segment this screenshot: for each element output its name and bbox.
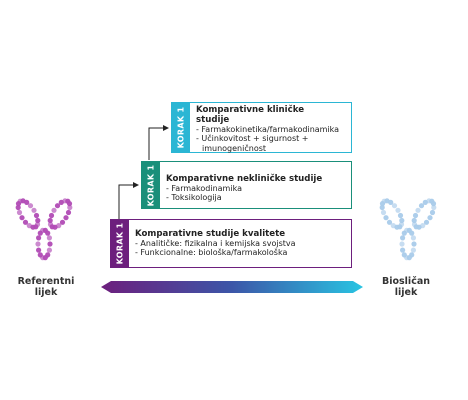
antibody-bead	[380, 209, 387, 216]
antibody-bead	[24, 199, 30, 205]
antibody-icon	[379, 198, 437, 261]
progress-gradient-arrow	[101, 281, 363, 293]
antibody-bead	[400, 235, 406, 241]
antibody-bead	[388, 199, 394, 205]
antibody-bead	[400, 247, 406, 253]
antibody-bead	[54, 203, 61, 209]
step-quality-studies: KORAK 1 Komparativne studije kvalitete -…	[110, 219, 352, 268]
antibody-icon	[15, 198, 73, 261]
connector-arrow-1	[118, 182, 139, 219]
step-clinical-studies: KORAK 1 Komparativne kliničke studije - …	[171, 102, 352, 153]
antibody-bead	[386, 219, 393, 225]
antibody-bead	[399, 217, 405, 224]
antibody-bead	[427, 215, 433, 221]
antibody-bead	[48, 212, 55, 219]
antibody-bead	[46, 235, 53, 241]
antibody-bead	[47, 217, 53, 224]
step-tab: KORAK 1	[142, 162, 160, 208]
antibody-bead	[47, 241, 53, 247]
antibody-bead	[430, 201, 437, 207]
antibody-bead	[423, 219, 430, 225]
step-title: studije	[196, 115, 230, 125]
antibody-bead	[410, 235, 416, 241]
antibody-bead	[397, 212, 404, 219]
antibody-bead	[19, 215, 25, 221]
step-bullet: - Analitičke: fizikalna i kemijska svojs…	[135, 239, 296, 248]
antibody-bead	[16, 209, 23, 216]
antibody-bead	[391, 203, 398, 209]
antibody-bead	[395, 207, 401, 213]
antibody-bead	[37, 252, 43, 258]
antibody-bead	[45, 230, 51, 236]
antibody-bead	[63, 215, 69, 221]
antibody-bead	[27, 203, 34, 209]
antibody-bead	[412, 212, 419, 219]
antibody-bead	[36, 247, 42, 253]
antibody-bead	[15, 204, 21, 211]
antibody-bead	[411, 221, 418, 227]
antibody-bead	[67, 204, 73, 211]
antibody-bead	[35, 217, 41, 224]
antibody-bead	[66, 201, 73, 207]
antibody-bead	[418, 203, 425, 209]
antibody-bead	[51, 207, 57, 213]
antibody-bead	[411, 217, 417, 224]
step-title: Komparativne nekliničke studije	[166, 174, 323, 184]
antibody-bead	[59, 219, 66, 225]
antibody-bead	[383, 215, 389, 221]
antibody-bead	[411, 241, 417, 247]
antibody-bead	[390, 223, 396, 229]
antibody-bead	[399, 241, 405, 247]
step-bullet: - Toksikologija	[166, 193, 222, 203]
antibody-bead	[429, 209, 436, 216]
antibody-bead	[35, 241, 41, 247]
antibody-bead	[379, 204, 385, 211]
antibody-bead	[415, 207, 421, 213]
step-nonclinical-studies: KORAK 1 Komparativne nekliničke studije …	[141, 161, 352, 209]
antibody-bead	[409, 230, 415, 236]
antibody-bead	[31, 207, 37, 213]
biosimilar-drug-label: Biosličan lijek	[382, 276, 430, 298]
antibody-bead	[33, 212, 40, 219]
antibody-bead	[26, 223, 32, 229]
connector-arrow-2	[148, 125, 169, 160]
antibody-bead	[47, 221, 54, 227]
antibody-bead	[46, 247, 53, 253]
step-bullet: - Farmakokinetika/farmakodinamika	[196, 125, 340, 134]
step-bullet: imunogeničnost	[202, 143, 267, 153]
antibody-bead	[401, 252, 407, 258]
antibody-bead	[431, 204, 437, 211]
step-bullet: - Učinkovitost + sigurnost +	[196, 134, 309, 144]
antibody-bead	[410, 247, 416, 253]
step-tab: KORAK 1	[111, 220, 129, 267]
step-title: Komparativne kliničke	[196, 105, 305, 115]
antibody-bead	[36, 235, 42, 241]
step-tab: KORAK 1	[172, 103, 190, 152]
antibody-bead	[65, 209, 72, 216]
step-bullet: - Farmakodinamika	[166, 184, 242, 193]
antibody-bead	[22, 219, 29, 225]
step-title: Komparativne studije kvalitete	[135, 229, 286, 239]
step-bullet: - Funkcionalne: biološka/farmakološka	[135, 248, 288, 258]
reference-drug-label: Referentni lijek	[17, 276, 75, 298]
